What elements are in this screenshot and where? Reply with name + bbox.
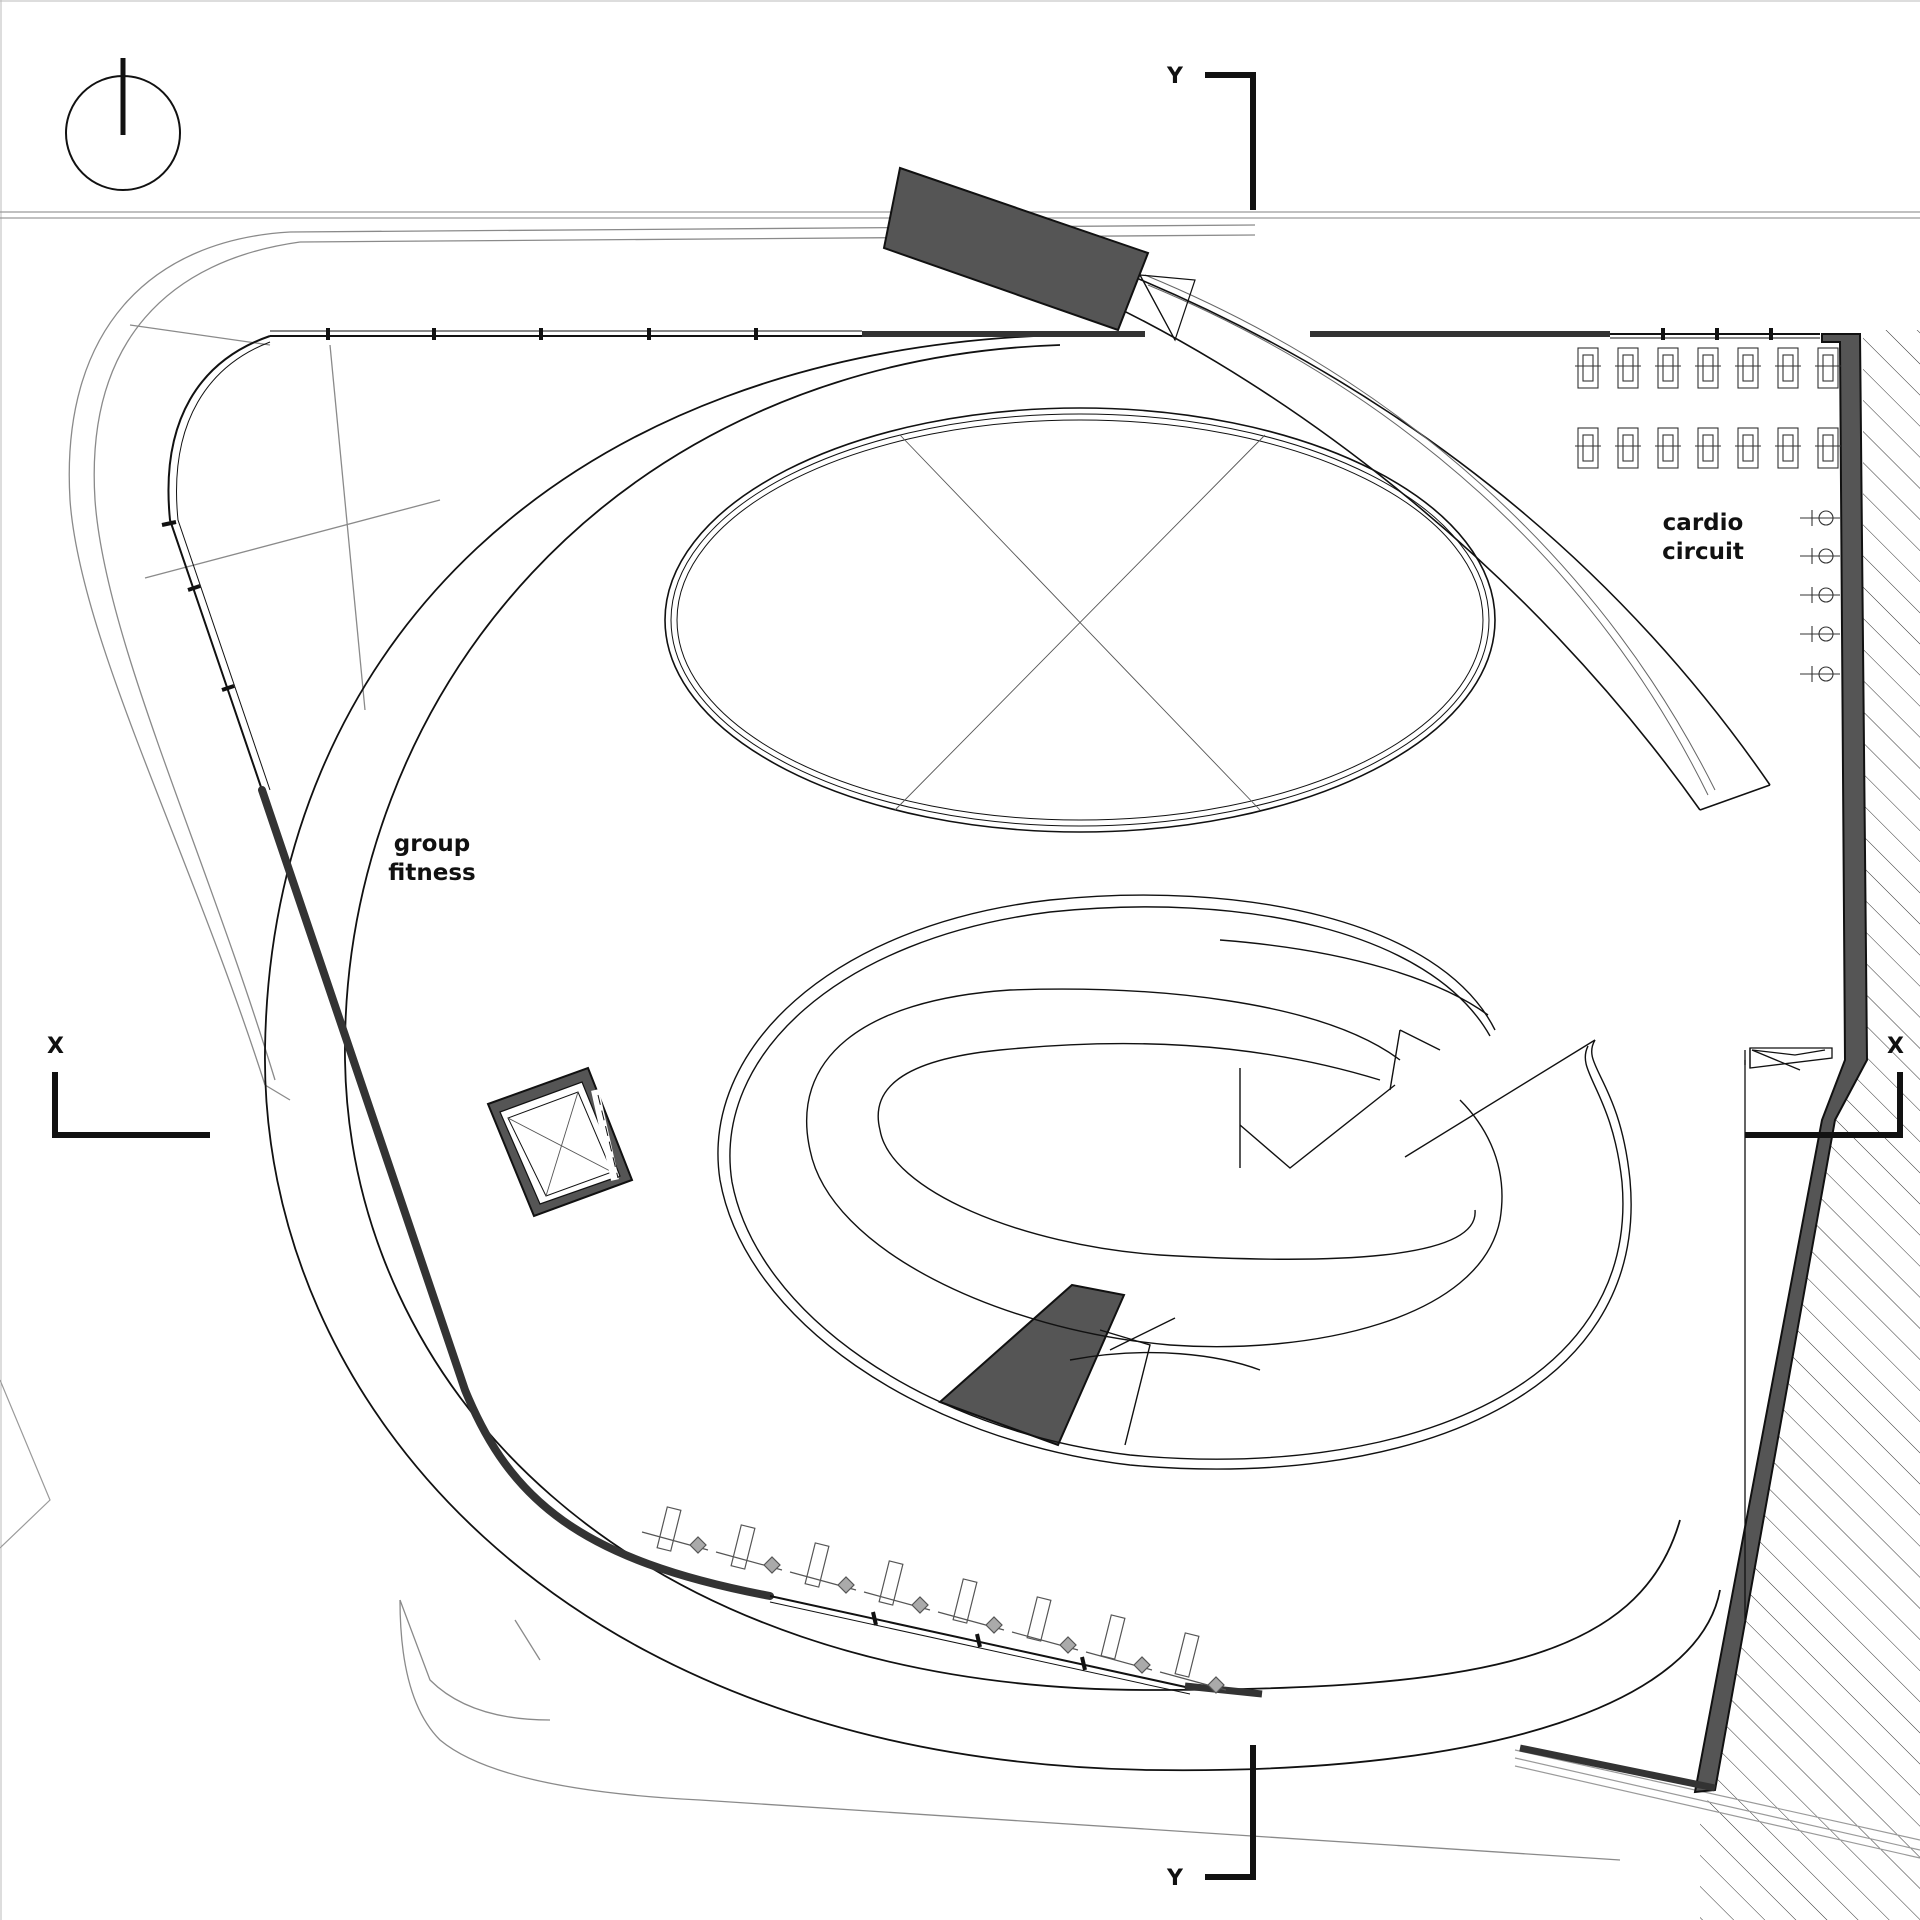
spiral-ramp: [717, 894, 1632, 1470]
room-label-group-fitness-line1: group: [393, 831, 471, 857]
room-label-group-fitness: group fitness: [380, 830, 484, 888]
section-x-left-marker: [52, 1072, 210, 1138]
site-boundary-lines: [0, 211, 1920, 1859]
right-stair: [1744, 1047, 1833, 1620]
wall-slabs: [882, 166, 1150, 1447]
main-ramp: [264, 334, 1721, 1772]
room-label-cardio-circuit-line2: circuit: [1662, 539, 1744, 565]
elevator-core: [486, 1066, 634, 1218]
central-ellipse-opening: [664, 407, 1496, 833]
exterior-walls: [167, 330, 1869, 1794]
room-label-group-fitness-line2: fitness: [388, 860, 476, 886]
section-x-left-label: X: [47, 1034, 64, 1059]
center-wall-slab: [938, 1283, 1126, 1447]
outer-ribbon-roof: [68, 224, 1621, 1861]
cardio-machines-row2: [1575, 427, 1841, 469]
section-x-right-label: X: [1887, 1034, 1904, 1059]
window-mullions: [161, 328, 1773, 1671]
cardio-machines-row1: [1575, 347, 1841, 389]
bikes-column: [1800, 510, 1840, 682]
top-stair: [1138, 274, 1196, 342]
room-label-cardio-circuit: cardio circuit: [1651, 509, 1755, 567]
top-wall-slab: [882, 166, 1150, 332]
section-y-bottom-label: Y: [1167, 1866, 1183, 1891]
weight-benches: [641, 1506, 1227, 1694]
exterior-hatched-zone: [1700, 330, 1920, 1920]
section-cut-markers: [52, 72, 1903, 1880]
room-label-cardio-circuit-line1: cardio: [1662, 510, 1744, 536]
section-y-bottom-marker: [1205, 1745, 1256, 1880]
north-arrow-icon: [65, 58, 181, 191]
section-y-top-marker: [1205, 72, 1256, 210]
section-y-top-label: Y: [1167, 64, 1183, 89]
